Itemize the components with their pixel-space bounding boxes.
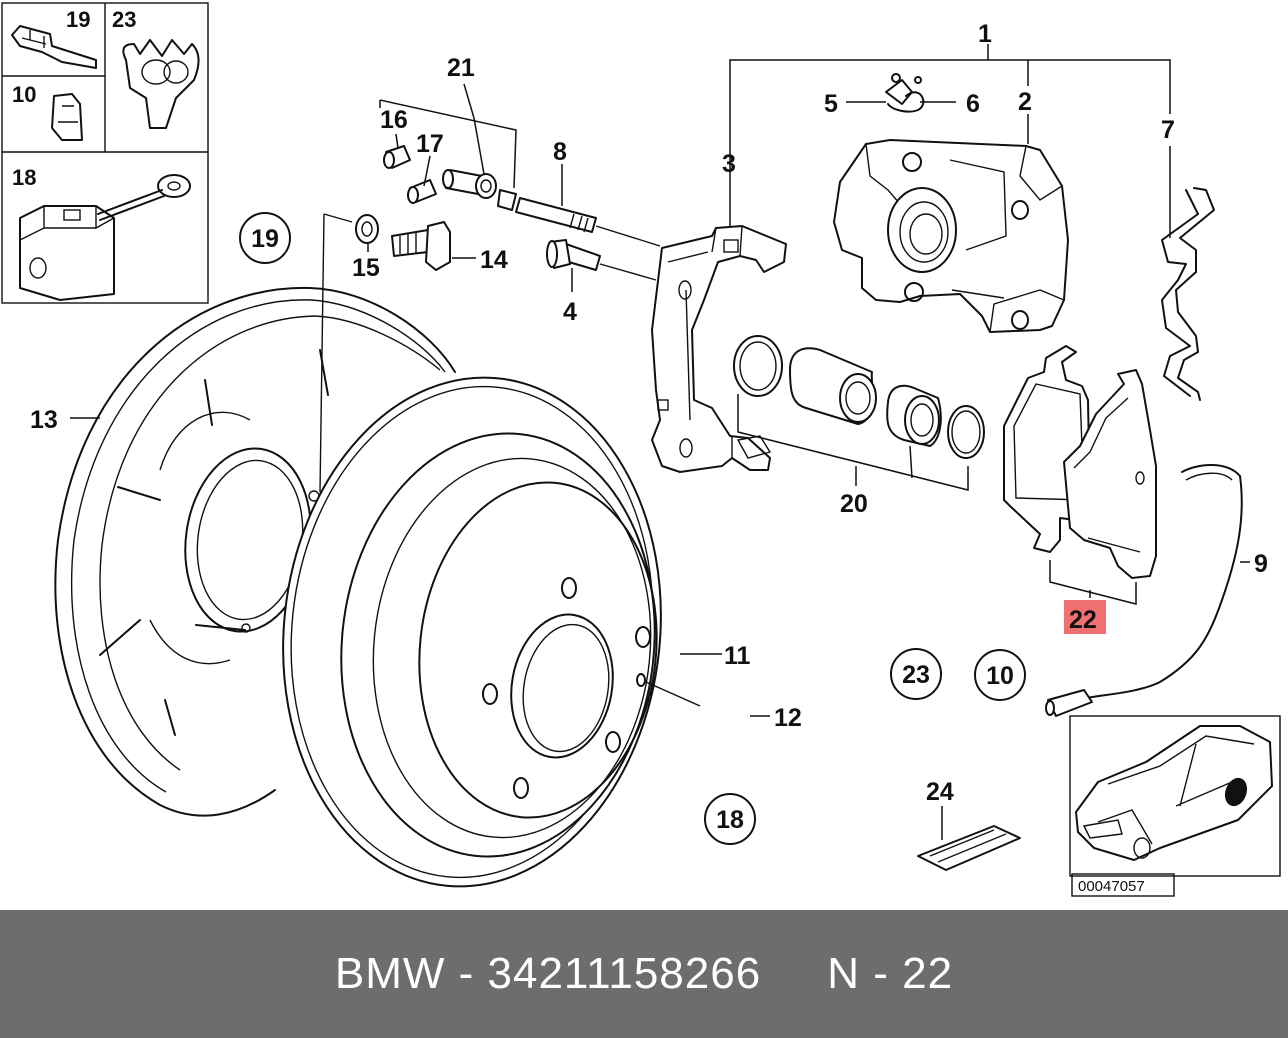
label-17: 17 <box>416 130 444 158</box>
inset-label-18: 18 <box>12 165 36 190</box>
label-16: 16 <box>380 106 408 134</box>
caliper-housing-2 <box>833 73 1069 333</box>
circle-10 <box>974 649 1026 701</box>
wear-sensor-9 <box>1045 464 1243 717</box>
label-3: 3 <box>722 150 736 178</box>
label-22: 22 <box>1069 606 1097 634</box>
label-15: 15 <box>352 254 380 282</box>
circled-label-19: 19 <box>251 225 279 253</box>
inset-label-23: 23 <box>112 7 136 32</box>
label-20: 20 <box>840 490 868 518</box>
fasteners <box>355 145 601 271</box>
circled-label-10: 10 <box>986 662 1014 690</box>
label-9: 9 <box>1254 550 1268 578</box>
part-number-caption: BMW - 34211158266 N - 22 <box>334 949 954 998</box>
inset-label-10: 10 <box>12 82 36 107</box>
circle-23 <box>890 648 942 700</box>
circle-18 <box>704 793 756 845</box>
label-21: 21 <box>447 54 475 82</box>
brake-pads-22 <box>1003 345 1157 579</box>
label-13: 13 <box>30 406 58 434</box>
circled-label-23: 23 <box>902 661 930 689</box>
leader-lines <box>70 44 1250 840</box>
label-14: 14 <box>480 246 508 274</box>
backing-plate-13 <box>54 286 456 817</box>
circled-label-18: 18 <box>716 806 744 834</box>
label-5: 5 <box>824 90 838 118</box>
brake-disc-11 <box>282 376 662 888</box>
label-8: 8 <box>553 138 567 166</box>
callout-labels: 1 2 3 4 5 6 7 8 9 11 12 13 14 15 16 17 2… <box>30 20 1268 806</box>
label-6: 6 <box>966 90 980 118</box>
label-4: 4 <box>563 298 577 326</box>
inset-label-19: 19 <box>66 7 90 32</box>
part-number-footer: BMW - 34211158266 N - 22 <box>0 910 1288 1038</box>
brake-exploded-diagram: 19 23 10 18 <box>1 2 1281 897</box>
inset-bracket-drawing <box>51 93 83 141</box>
circled-references: 19 23 10 18 <box>239 212 1026 845</box>
label-11: 11 <box>724 642 751 670</box>
label-24: 24 <box>926 778 954 806</box>
label-2: 2 <box>1018 88 1032 116</box>
inset-spring-drawing <box>11 25 97 69</box>
highlight-22 <box>1064 600 1106 634</box>
grease-packet-24 <box>917 825 1021 871</box>
car-thumbnail: 00047057 <box>1069 715 1281 897</box>
inset-panels: 19 23 10 18 <box>1 2 209 304</box>
label-7: 7 <box>1161 116 1175 144</box>
diagram-code: 00047057 <box>1078 878 1145 895</box>
label-1: 1 <box>978 20 992 48</box>
inset-sensor-drawing <box>19 174 191 301</box>
inset-clip-drawing <box>122 39 200 129</box>
piston-kit-20 <box>733 335 985 459</box>
circle-19 <box>239 212 291 264</box>
retaining-spring-7 <box>1161 187 1215 401</box>
caliper-carrier-3 <box>651 225 787 473</box>
label-12: 12 <box>774 704 802 732</box>
